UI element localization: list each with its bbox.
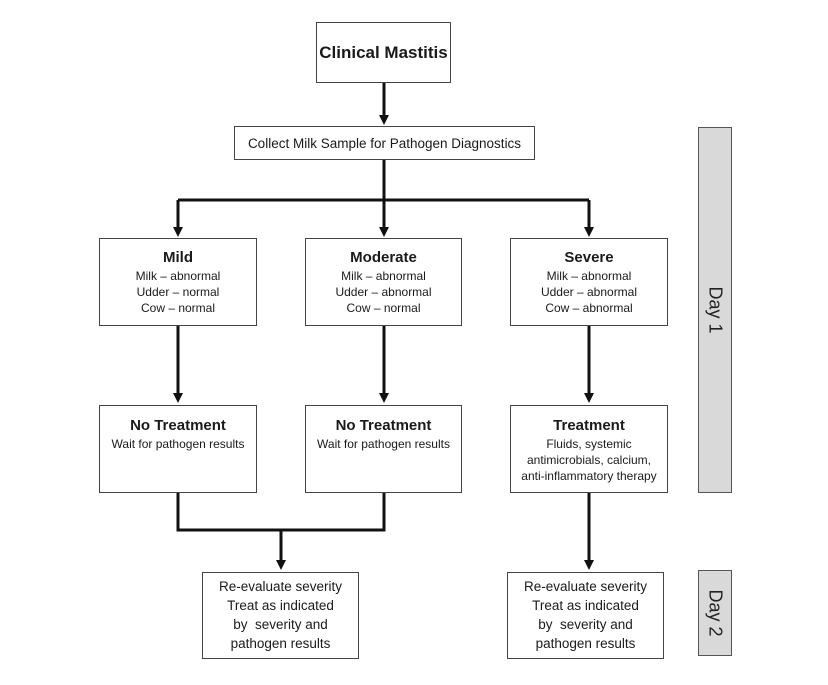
treatment-title: No Treatment [335, 417, 432, 434]
day-1-label: Day 1 [705, 286, 726, 334]
treatment-box-moderate: No Treatment Wait for pathogen results [305, 405, 462, 493]
reevaluate-line: Re-evaluate severity [218, 579, 343, 594]
collect-sample-box: Collect Milk Sample for Pathogen Diagnos… [234, 126, 535, 160]
treatment-box-severe: Treatment Fluids, systemic antimicrobial… [510, 405, 668, 493]
day-2-label: Day 2 [705, 589, 726, 637]
severity-line: Milk – abnormal [135, 269, 221, 283]
connector-merge [176, 493, 386, 532]
treatment-line: Wait for pathogen results [317, 437, 450, 451]
severity-title-severe: Severe [564, 249, 614, 266]
severity-box-mild: Mild Milk – abnormal Udder – normal Cow … [99, 238, 257, 326]
collect-sample-label: Collect Milk Sample for Pathogen Diagnos… [247, 135, 522, 151]
severity-title-mild: Mild [163, 249, 193, 266]
severity-line: Milk – abnormal [341, 269, 426, 283]
reevaluate-line: pathogen results [230, 636, 331, 651]
reevaluate-line: pathogen results [535, 636, 636, 651]
reevaluate-line: Re-evaluate severity [523, 579, 648, 594]
treatment-line: antimicrobials, calcium, [526, 453, 652, 467]
reevaluate-box-right: Re-evaluate severity Treat as indicated … [507, 572, 664, 659]
severity-line: Udder – normal [136, 285, 220, 299]
severity-box-moderate: Moderate Milk – abnormal Udder – abnorma… [305, 238, 462, 326]
treatment-box-mild: No Treatment Wait for pathogen results [99, 405, 257, 493]
clinical-mastitis-box: Clinical Mastitis [316, 22, 451, 83]
severity-box-severe: Severe Milk – abnormal Udder – abnormal … [510, 238, 668, 326]
treatment-line: anti-inflammatory therapy [521, 469, 657, 483]
day-2-bar: Day 2 [698, 570, 732, 656]
reevaluate-line: Treat as indicated [532, 598, 639, 613]
severity-title-moderate: Moderate [350, 249, 417, 266]
day-1-bar: Day 1 [698, 127, 732, 493]
treatment-title: No Treatment [130, 417, 226, 434]
reevaluate-line: by severity and [233, 617, 328, 632]
severity-line: Cow – normal [140, 301, 216, 315]
reevaluate-box-left: Re-evaluate severity Treat as indicated … [202, 572, 359, 659]
treatment-line: Wait for pathogen results [111, 437, 245, 451]
reevaluate-line: Treat as indicated [227, 598, 334, 613]
severity-line: Udder – abnormal [540, 285, 638, 299]
severity-line: Cow – abnormal [545, 301, 633, 315]
treatment-title: Treatment [553, 417, 625, 434]
treatment-line: Fluids, systemic [546, 437, 632, 451]
severity-line: Udder – abnormal [335, 285, 432, 299]
reevaluate-line: by severity and [538, 617, 633, 632]
clinical-mastitis-label: Clinical Mastitis [319, 42, 448, 62]
severity-line: Cow – normal [346, 301, 421, 315]
severity-line: Milk – abnormal [546, 269, 632, 283]
